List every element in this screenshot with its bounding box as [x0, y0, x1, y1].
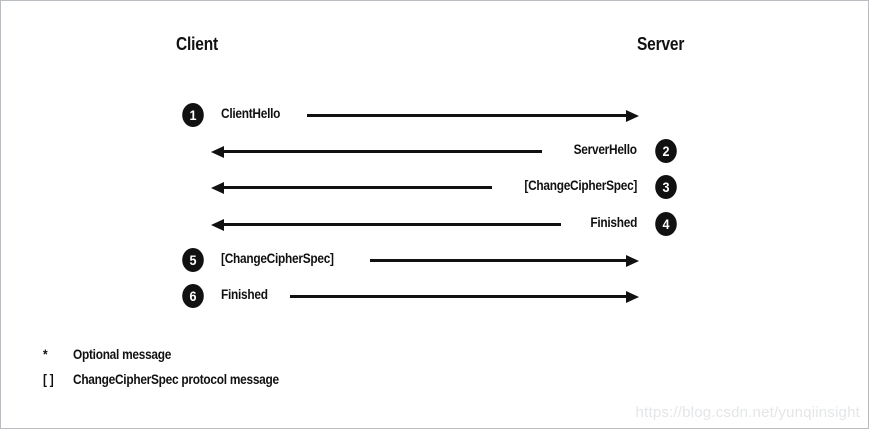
- legend-item: * Optional message: [43, 347, 185, 362]
- legend-text: ChangeCipherSpec protocol message: [73, 372, 279, 387]
- message-row: 5 [ChangeCipherSpec]: [1, 248, 868, 274]
- message-label: Finished: [590, 215, 637, 230]
- arrow-left: [211, 145, 542, 158]
- message-label: Finished: [221, 287, 268, 302]
- legend-marker: *: [43, 347, 48, 362]
- legend-marker: [ ]: [43, 372, 54, 387]
- step-badge-6: 6: [182, 284, 204, 308]
- message-label: ClientHello: [221, 106, 281, 121]
- step-badge-5: 5: [182, 248, 204, 272]
- column-header-client: Client: [176, 34, 218, 54]
- message-label: ServerHello: [573, 142, 637, 157]
- message-row: 3 [ChangeCipherSpec]: [1, 175, 868, 201]
- message-row: 6 Finished: [1, 284, 868, 310]
- step-badge-1: 1: [182, 103, 204, 127]
- arrow-left: [211, 181, 492, 194]
- legend-item: [ ] ChangeCipherSpec protocol message: [43, 372, 307, 387]
- arrow-right: [307, 109, 639, 122]
- message-label: [ChangeCipherSpec]: [221, 251, 334, 266]
- watermark: https://blog.csdn.net/yunqiinsight: [635, 404, 860, 421]
- column-header-server: Server: [637, 34, 685, 54]
- arrow-right: [290, 290, 639, 303]
- message-row: 2 ServerHello: [1, 139, 868, 165]
- step-badge-4: 4: [655, 212, 677, 236]
- arrow-right: [370, 254, 639, 267]
- message-row: 1 ClientHello: [1, 103, 868, 129]
- step-badge-2: 2: [655, 139, 677, 163]
- message-row: 4 Finished: [1, 212, 868, 238]
- arrow-left: [211, 218, 561, 231]
- message-label: [ChangeCipherSpec]: [524, 178, 637, 193]
- legend-text: Optional message: [73, 347, 172, 362]
- step-badge-3: 3: [655, 175, 677, 199]
